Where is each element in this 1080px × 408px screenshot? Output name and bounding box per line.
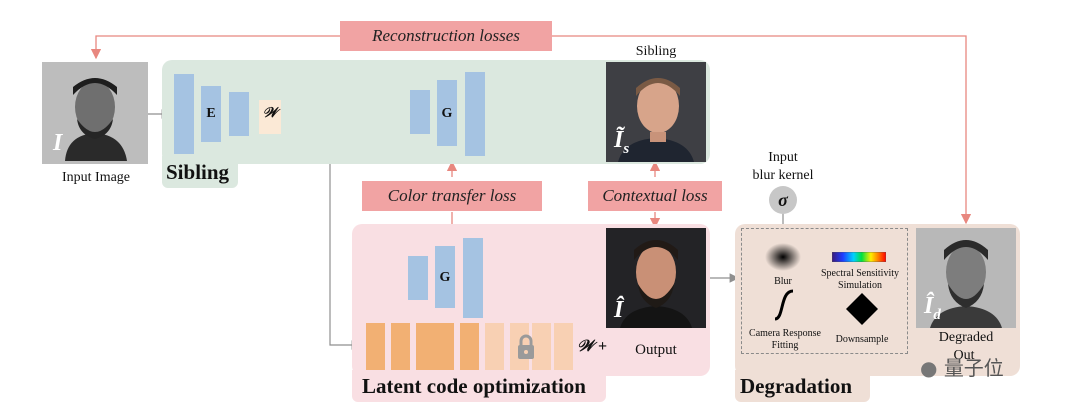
latent-section-title: Latent code optimization <box>362 374 586 398</box>
latent-generator-bar-3 <box>463 238 483 318</box>
sibling-generator-bar-2 <box>437 80 457 146</box>
latent-output-image: Î <box>606 228 706 328</box>
input-image-symbol: I <box>53 130 63 156</box>
input-image: I <box>42 62 148 164</box>
latent-code-cell <box>532 323 551 370</box>
spectral-step-caption-line2: Simulation <box>838 280 882 291</box>
latent-code-cell <box>416 323 435 370</box>
latent-generator-label: G <box>439 270 451 285</box>
camera-response-caption-line2: Fitting <box>771 340 799 351</box>
blur-kernel-label-line2: blur kernel <box>752 168 814 183</box>
encoder-bar-2 <box>201 86 221 142</box>
blur-kernel-symbol: σ <box>778 190 788 210</box>
blur-step-caption: Blur <box>774 276 792 287</box>
latent-output-symbol: Î <box>614 297 624 323</box>
blur-icon <box>765 243 801 271</box>
color-transfer-loss-label: Color transfer loss <box>362 181 542 211</box>
blur-kernel-label-line1: Input <box>768 150 798 165</box>
downsample-icon <box>846 293 878 325</box>
latent-output-caption: Output <box>635 342 677 358</box>
blur-kernel-node <box>769 186 797 214</box>
degradation-panel-tab <box>735 370 870 402</box>
sibling-panel-tab <box>162 156 238 188</box>
w-plus-label: 𝒲 + <box>577 338 607 355</box>
latent-panel-tab <box>352 370 606 402</box>
encoder-label: E <box>206 106 216 121</box>
latent-code-cell <box>485 323 504 370</box>
sibling-output-image: Ĩs <box>606 62 706 162</box>
chat-bubble-icon: ● <box>920 356 938 380</box>
reconstruction-loss-label: Reconstruction losses <box>340 21 552 51</box>
degraded-output-image: Îd <box>916 228 1016 328</box>
w-latent-box <box>259 100 281 134</box>
camera-response-curve-icon <box>774 289 794 321</box>
w-latent-label: 𝒲 <box>262 106 278 121</box>
downsample-step-caption: Downsample <box>835 334 889 345</box>
degraded-output-caption: Degraded <box>938 330 994 345</box>
encoder-bar-3 <box>229 92 249 136</box>
lock-icon <box>518 334 534 359</box>
watermark-text: 量子位 <box>943 356 1004 380</box>
spectral-sensitivity-icon <box>832 252 886 262</box>
degradation-steps-box <box>741 228 908 354</box>
degradation-section-title: Degradation <box>740 374 852 398</box>
encoder-bar-1 <box>174 74 194 154</box>
latent-code-cell <box>366 323 385 370</box>
latent-code-cell <box>554 323 573 370</box>
latent-code-cell <box>460 323 479 370</box>
latent-generator-bar-1 <box>408 256 428 300</box>
sibling-generator-bar-3 <box>465 72 485 156</box>
sibling-output-caption: Sibling <box>635 44 677 59</box>
sibling-generator-bar-1 <box>410 90 430 134</box>
contextual-loss-label: Contextual loss <box>588 181 722 211</box>
degraded-output-caption-partial: Out <box>953 348 975 363</box>
latent-code-cell <box>435 323 454 370</box>
camera-response-caption-line1: Camera Response <box>749 328 821 339</box>
latent-code-cell <box>391 323 410 370</box>
degraded-output-symbol: Îd <box>924 293 941 323</box>
sibling-generator-label: G <box>441 106 453 121</box>
sibling-section-title: Sibling <box>166 160 230 184</box>
input-image-caption: Input Image <box>61 170 131 185</box>
latent-generator-bar-2 <box>435 246 455 308</box>
spectral-step-caption-line1: Spectral Sensitivity <box>820 268 900 279</box>
watermark-logo: ● 量子位 <box>920 352 1004 381</box>
sibling-output-symbol: Ĩs <box>614 127 630 157</box>
